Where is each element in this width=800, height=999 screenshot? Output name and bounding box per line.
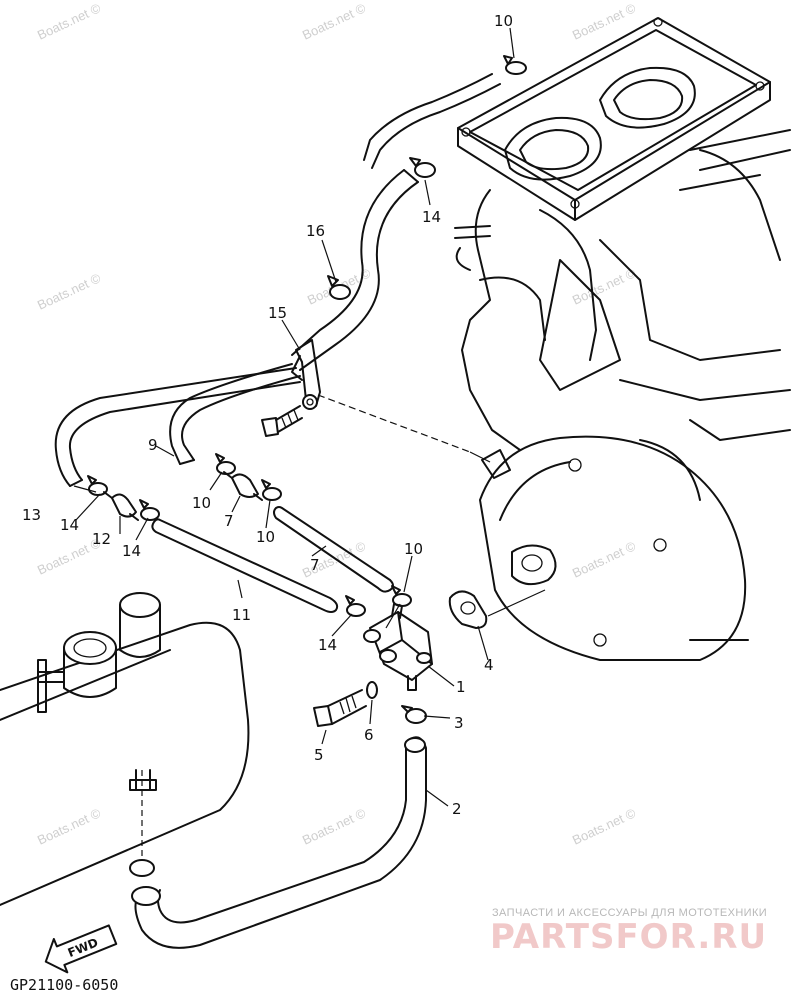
part-number-14: 14 — [60, 516, 79, 534]
part-number-14: 14 — [318, 636, 337, 654]
brand-watermark: ЗАПЧАСТИ И АКСЕССУАРЫ ДЛЯ МОТОТЕХНИКИ PA… — [490, 907, 767, 957]
part-number-10: 10 — [192, 494, 211, 512]
part-number-5: 5 — [314, 746, 324, 764]
part-number-14: 14 — [122, 542, 141, 560]
filters — [103, 471, 263, 521]
part-number-8: 7 — [224, 512, 234, 530]
part-number-4: 4 — [484, 656, 494, 674]
watermark: Boats.net © — [35, 270, 103, 313]
part-number-9: 9 — [148, 436, 158, 454]
diagram-code: GP21100-6050 — [10, 976, 118, 994]
part-number-2: 2 — [452, 800, 462, 818]
hoses — [54, 73, 501, 949]
watermark: Boats.net © — [570, 805, 638, 848]
oil-pump — [363, 603, 433, 691]
part-number-14: 14 — [422, 208, 441, 226]
fwd-arrow: FWD — [44, 924, 118, 974]
clamps — [87, 55, 527, 877]
part-number-15: 15 — [268, 304, 287, 322]
bolt — [261, 405, 303, 437]
part-number-11: 11 — [232, 606, 251, 624]
oil-tank — [0, 592, 250, 906]
leader-lines — [73, 27, 546, 860]
watermark: Boats.net © — [300, 805, 368, 848]
brand-logo: PARTSFOR.RU — [490, 917, 767, 957]
watermark: Boats.net © — [570, 265, 638, 308]
part-number-3: 3 — [454, 714, 464, 732]
part-labels: 10 14 16 15 9 13 14 10 7 12 14 10 7 11 1… — [22, 12, 513, 818]
part-number-1: 1 — [456, 678, 466, 696]
brand-tagline: ЗАПЧАСТИ И АКСЕССУАРЫ ДЛЯ МОТОТЕХНИКИ — [492, 907, 767, 919]
watermark: Boats.net © — [35, 805, 103, 848]
part-number-6: 6 — [364, 726, 374, 744]
engine-block — [454, 17, 791, 661]
watermark: Boats.net © — [570, 538, 638, 581]
part-number-13: 13 — [22, 506, 41, 524]
part-number-12: 12 — [92, 530, 111, 548]
bracket-15 — [291, 339, 321, 410]
part-number-10: 10 — [404, 540, 423, 558]
part-number-10: 10 — [256, 528, 275, 546]
watermark: Boats.net © — [570, 0, 638, 43]
watermark: Boats.net © — [300, 0, 368, 43]
part-number-10: 10 — [494, 12, 513, 30]
gasket — [448, 590, 488, 629]
part-number-16: 16 — [306, 222, 325, 240]
part-number-7: 7 — [310, 556, 320, 574]
watermark: Boats.net © — [35, 0, 103, 43]
bolt-5 — [313, 689, 367, 727]
washer — [366, 681, 378, 699]
